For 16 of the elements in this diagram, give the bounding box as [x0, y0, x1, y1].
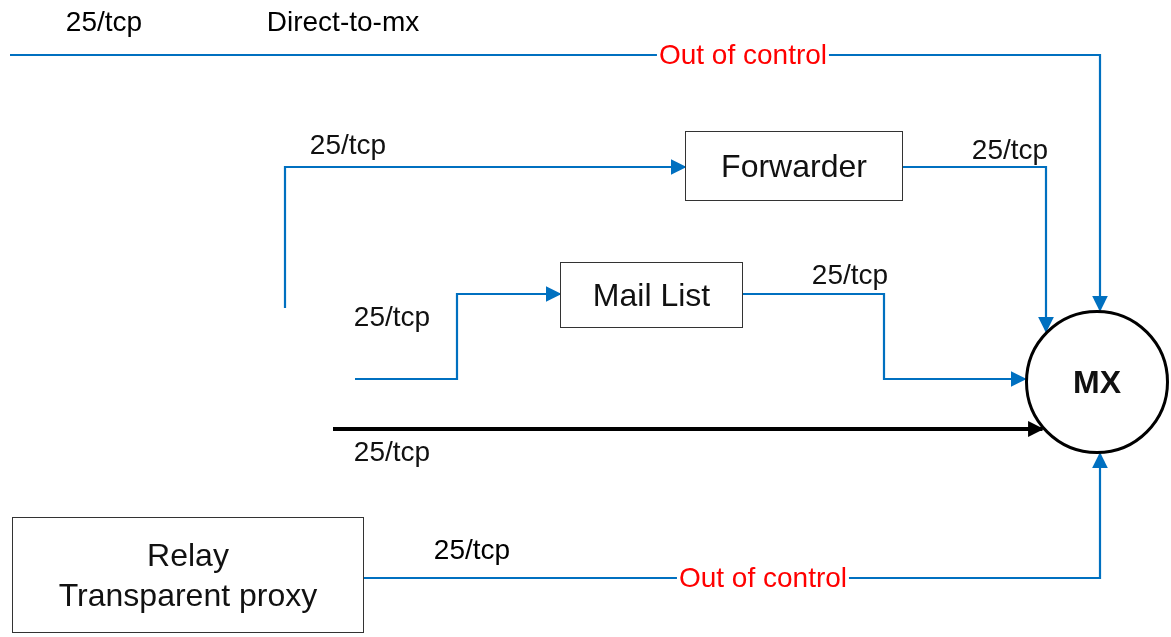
process-box — [560, 262, 743, 328]
node-label: Transparent proxy — [58, 576, 318, 615]
protocol-label: 25/tcp — [433, 536, 511, 564]
protocol-label: Direct-to-mx — [266, 8, 420, 36]
node-label: MX — [1073, 363, 1121, 402]
arrow — [743, 292, 1027, 387]
arrow — [355, 286, 562, 381]
node-label: Mail List — [592, 276, 711, 315]
process-box — [12, 517, 364, 633]
process-box — [685, 131, 903, 201]
protocol-label: 25/tcp — [65, 8, 143, 36]
arrow — [283, 159, 687, 308]
node-label: Relay — [147, 536, 229, 575]
node-label: Forwarder — [721, 147, 867, 186]
thick-arrow — [333, 421, 1045, 437]
arrow — [903, 165, 1054, 333]
